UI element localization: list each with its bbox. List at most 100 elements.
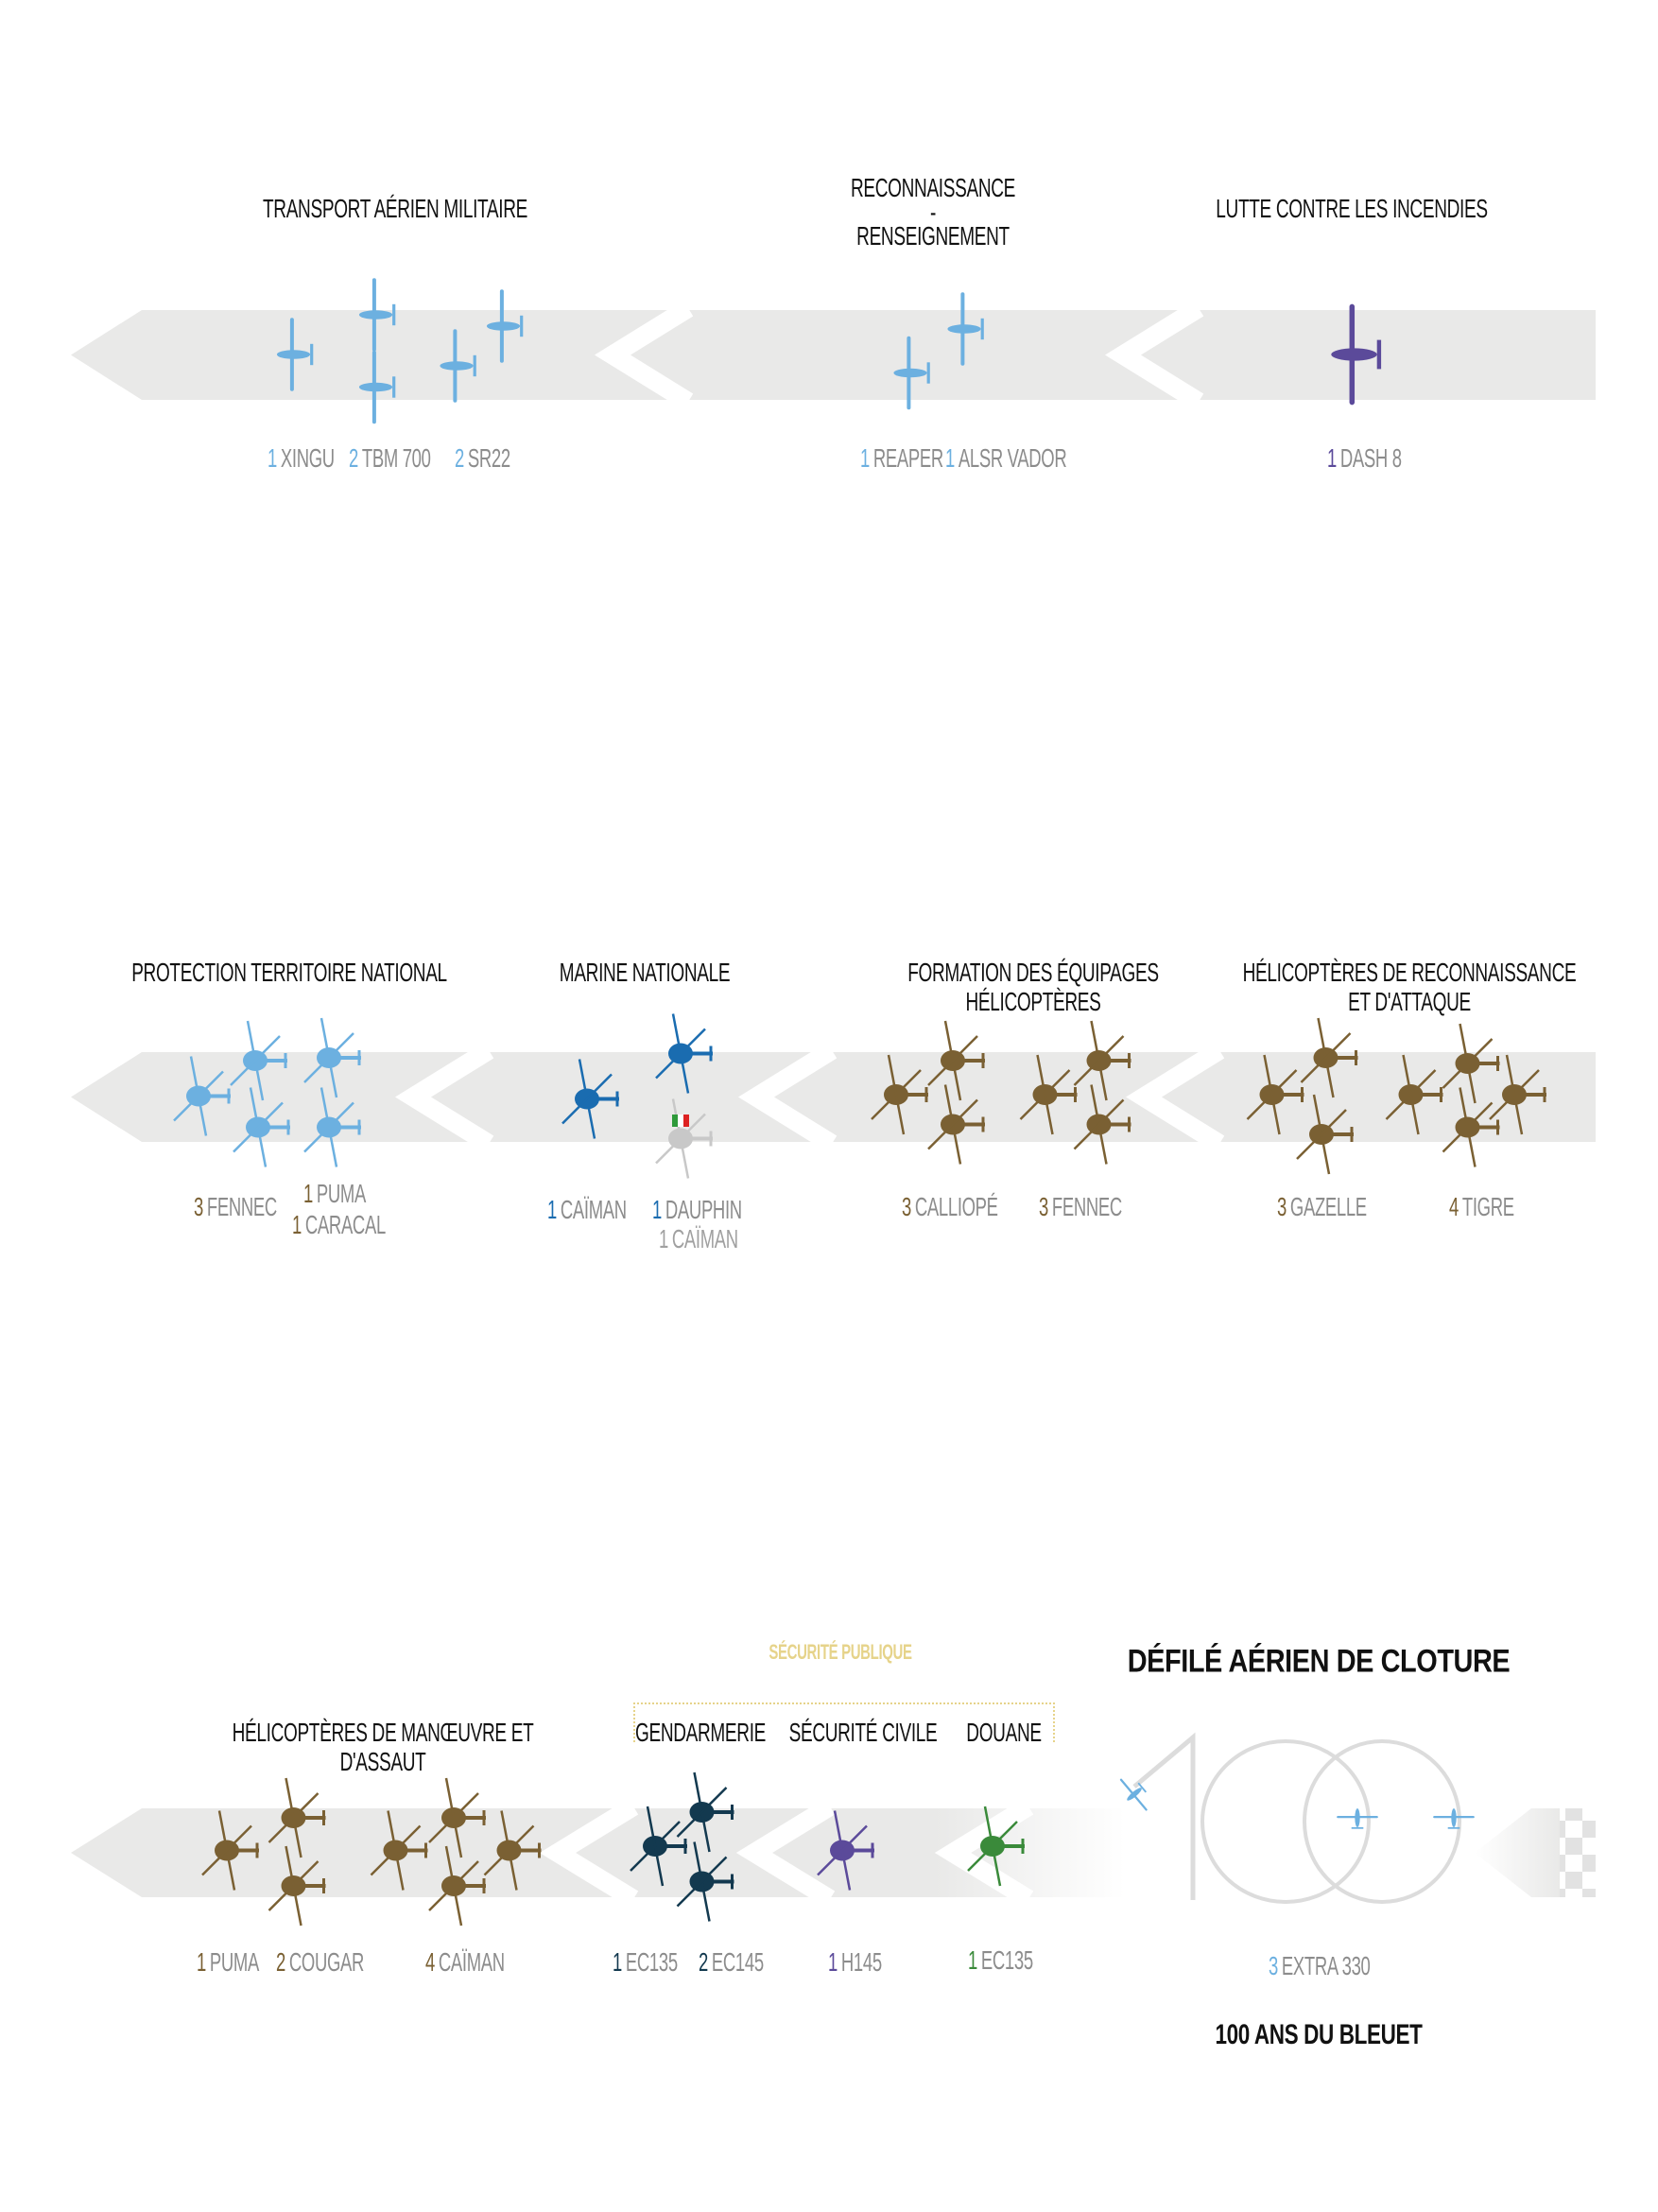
helicopter-icon <box>1489 1054 1546 1135</box>
helicopter-icon <box>655 1013 713 1094</box>
title-marine: MARINE NATIONALE <box>559 958 731 987</box>
plane-icon-extra330 <box>1433 1808 1475 1829</box>
helicopter-icon <box>1073 1020 1131 1101</box>
helicopter-icon <box>1019 1054 1078 1135</box>
title-manoeuvre-line1: HÉLICOPTÈRES DE MANŒUVRE ET <box>232 1718 534 1747</box>
chevron-divider <box>594 300 694 410</box>
plane-icon <box>358 350 396 424</box>
title-gendarmerie: GENDARMERIE <box>634 1718 767 1747</box>
band-start-arrow <box>1475 1808 1560 1897</box>
title-incendies: LUTTE CONTRE LES INCENDIES <box>1216 194 1488 223</box>
band-row2 <box>71 1052 1596 1142</box>
helicopter-icon <box>1442 1087 1500 1167</box>
anniversary-title: 100 ANS DU BLEUET <box>1215 2019 1423 2050</box>
helicopter-icon <box>967 1806 1025 1887</box>
chevron-divider <box>934 1798 1034 1908</box>
title-protection: PROTECTION TERRITOIRE NATIONAL <box>131 958 447 987</box>
title-recon-attack-line1: HÉLICOPTÈRES DE RECONNAISSANCE <box>1242 958 1577 987</box>
helicopter-icon <box>1296 1094 1354 1175</box>
helicopter-icon <box>871 1054 928 1135</box>
title-formation-line1: FORMATION DES ÉQUIPAGES <box>907 958 1159 987</box>
helicopter-icon <box>676 1771 734 1853</box>
title-recon-line1: RECONNAISSANCE <box>850 173 1016 202</box>
helicopter-icon <box>230 1020 287 1101</box>
title-manoeuvre-line2: D'ASSAUT <box>339 1747 426 1776</box>
plane-icon <box>440 329 476 403</box>
chevron-divider <box>539 1798 639 1908</box>
title-douane: DOUANE <box>966 1718 1042 1747</box>
helicopter-icon <box>428 1845 486 1927</box>
title-recon-line2: RENSEIGNEMENT <box>856 221 1010 251</box>
plane-icon <box>358 278 396 352</box>
helicopter-icon <box>233 1087 290 1167</box>
chevron-divider <box>394 1042 494 1152</box>
helicopter-icon <box>927 1084 985 1165</box>
centenary-100-logo <box>1132 1732 1461 1904</box>
title-formation-line2: HÉLICOPTÈRES <box>965 987 1101 1016</box>
helicopter-icon <box>201 1810 259 1891</box>
group-title-securite-publique: SÉCURITÉ PUBLIQUE <box>769 1640 912 1664</box>
chevron-divider <box>735 1798 836 1908</box>
helicopter-icon <box>173 1056 231 1136</box>
helicopter-icon <box>268 1845 326 1927</box>
helicopter-icon <box>303 1017 361 1098</box>
helicopter-icon <box>1300 1017 1358 1098</box>
checkered-flag-icon <box>1558 1808 1596 1897</box>
italian-flag-icon <box>672 1115 689 1127</box>
helicopter-icon <box>676 1841 734 1922</box>
closing-title: DÉFILÉ AÉRIEN DE CLOTURE <box>1127 1643 1511 1680</box>
plane-icon-dash8 <box>1331 303 1382 406</box>
helicopter-icon <box>428 1777 486 1858</box>
plane-icon-extra330 <box>1119 1778 1148 1811</box>
plane-icon <box>486 289 524 363</box>
chevron-divider <box>737 1042 838 1152</box>
chevron-divider <box>1104 300 1204 410</box>
helicopter-icon <box>1246 1054 1304 1135</box>
helicopter-icon <box>483 1810 542 1891</box>
helicopter-icon <box>817 1810 874 1891</box>
title-securite-civile: SÉCURITÉ CIVILE <box>788 1718 938 1747</box>
plane-icon <box>276 318 314 391</box>
title-recon-dash: - <box>929 198 937 227</box>
helicopter-icon <box>655 1098 713 1179</box>
title-recon-attack-line2: ET D'ATTAQUE <box>1348 987 1471 1016</box>
helicopter-icon <box>268 1777 326 1858</box>
helicopter-icon <box>1385 1054 1443 1135</box>
helicopter-icon <box>1442 1023 1500 1104</box>
plane-icon <box>893 336 930 410</box>
securite-publique-bracket <box>633 1702 1055 1742</box>
helicopter-icon <box>303 1087 361 1167</box>
helicopter-icon <box>927 1020 985 1101</box>
plane-icon <box>947 292 984 366</box>
chevron-divider <box>1125 1042 1225 1152</box>
helicopter-icon <box>561 1059 619 1139</box>
band-row1 <box>71 310 1596 400</box>
helicopter-icon <box>1073 1084 1131 1165</box>
helicopter-icon <box>370 1810 428 1891</box>
